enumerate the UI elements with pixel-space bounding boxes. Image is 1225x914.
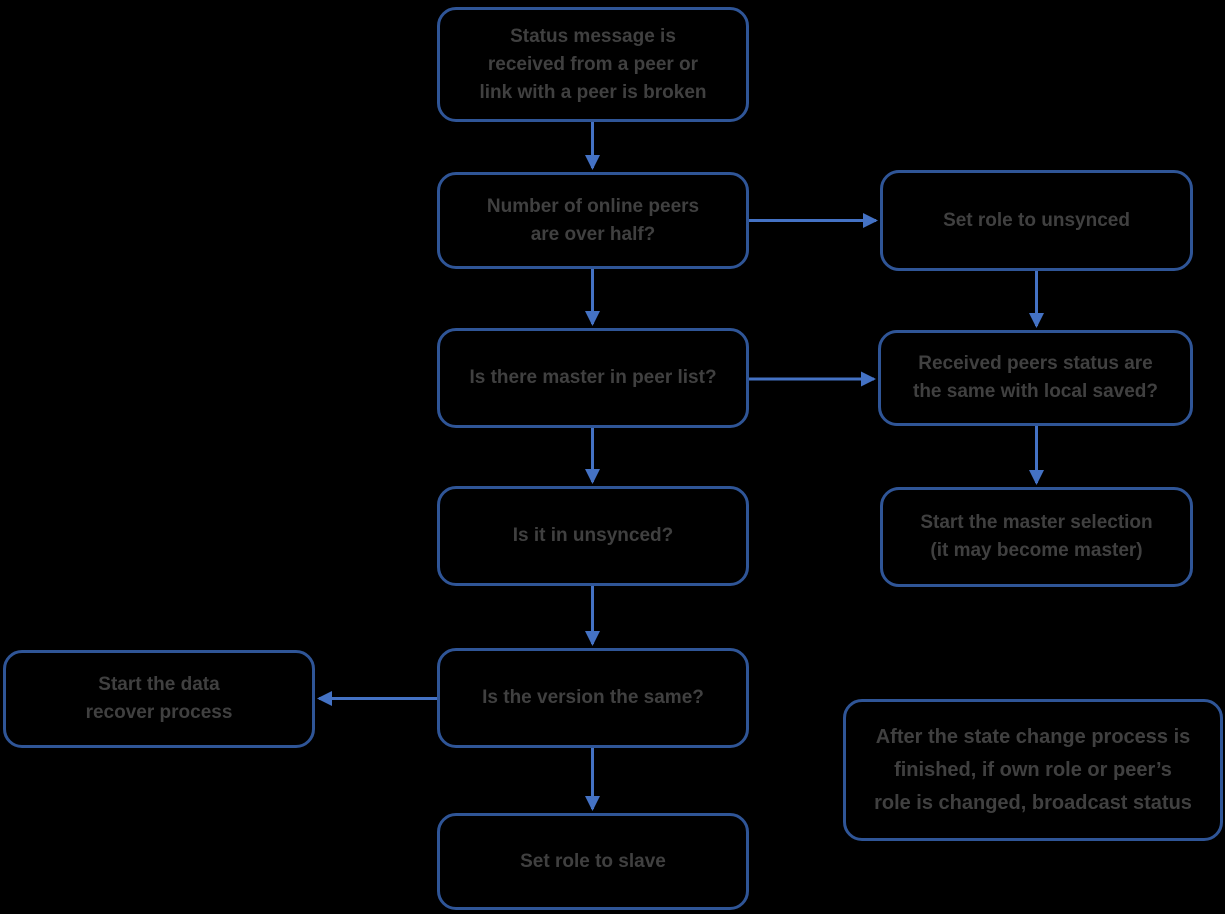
node-start-data-recover: Start the data recover process <box>3 650 315 748</box>
node-start-master-selection: Start the master selection (it may becom… <box>880 487 1193 587</box>
node-is-it-in-unsynced: Is it in unsynced? <box>437 486 749 586</box>
node-is-version-same: Is the version the same? <box>437 648 749 748</box>
node-online-peers-question: Number of online peers are over half? <box>437 172 749 269</box>
node-set-role-unsynced: Set role to unsynced <box>880 170 1193 271</box>
node-master-in-peer-list: Is there master in peer list? <box>437 328 749 428</box>
node-received-peers-status: Received peers status are the same with … <box>878 330 1193 426</box>
node-status-message: Status message is received from a peer o… <box>437 7 749 122</box>
node-broadcast-status-note: After the state change process is finish… <box>843 699 1223 841</box>
node-set-role-slave: Set role to slave <box>437 813 749 910</box>
